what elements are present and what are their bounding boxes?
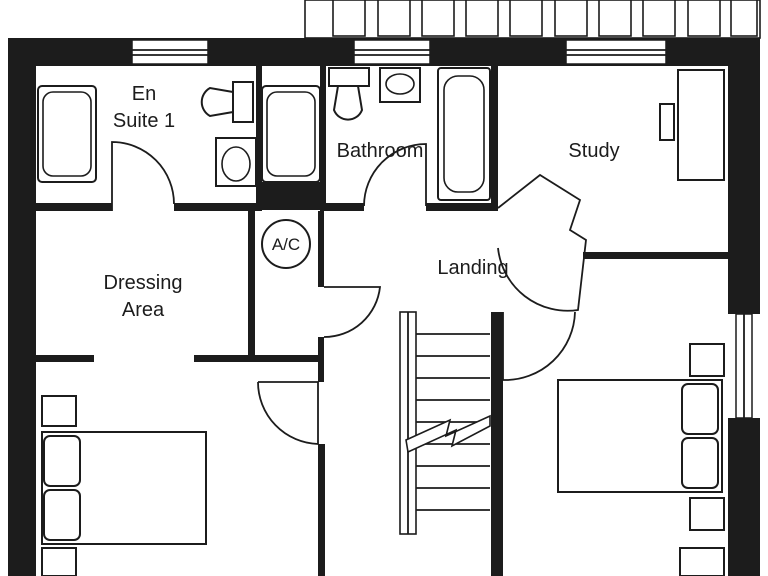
en-suite-label-line2: Suite 1 bbox=[113, 110, 175, 132]
glazed-balcony bbox=[304, 0, 761, 39]
airing-cupboard-tank bbox=[261, 219, 311, 269]
landing-label: Landing bbox=[437, 257, 508, 279]
bedroom-1-bed bbox=[41, 395, 207, 576]
study-desk bbox=[659, 69, 725, 181]
staircase bbox=[399, 311, 491, 535]
windows bbox=[131, 39, 753, 419]
bathroom-fixtures bbox=[261, 67, 491, 201]
airing-cupboard-label: A/C bbox=[272, 235, 300, 254]
internal-walls bbox=[36, 66, 728, 576]
en-suite-fixtures bbox=[37, 81, 257, 187]
bedroom-2-bed bbox=[557, 343, 725, 576]
dressing-area-label-line1: Dressing bbox=[104, 272, 183, 294]
bathroom-label: Bathroom bbox=[337, 140, 424, 162]
dressing-area-label-line2: Area bbox=[122, 299, 165, 321]
doors bbox=[111, 141, 587, 445]
study-label: Study bbox=[568, 140, 619, 162]
en-suite-label-line1: En bbox=[132, 83, 156, 105]
